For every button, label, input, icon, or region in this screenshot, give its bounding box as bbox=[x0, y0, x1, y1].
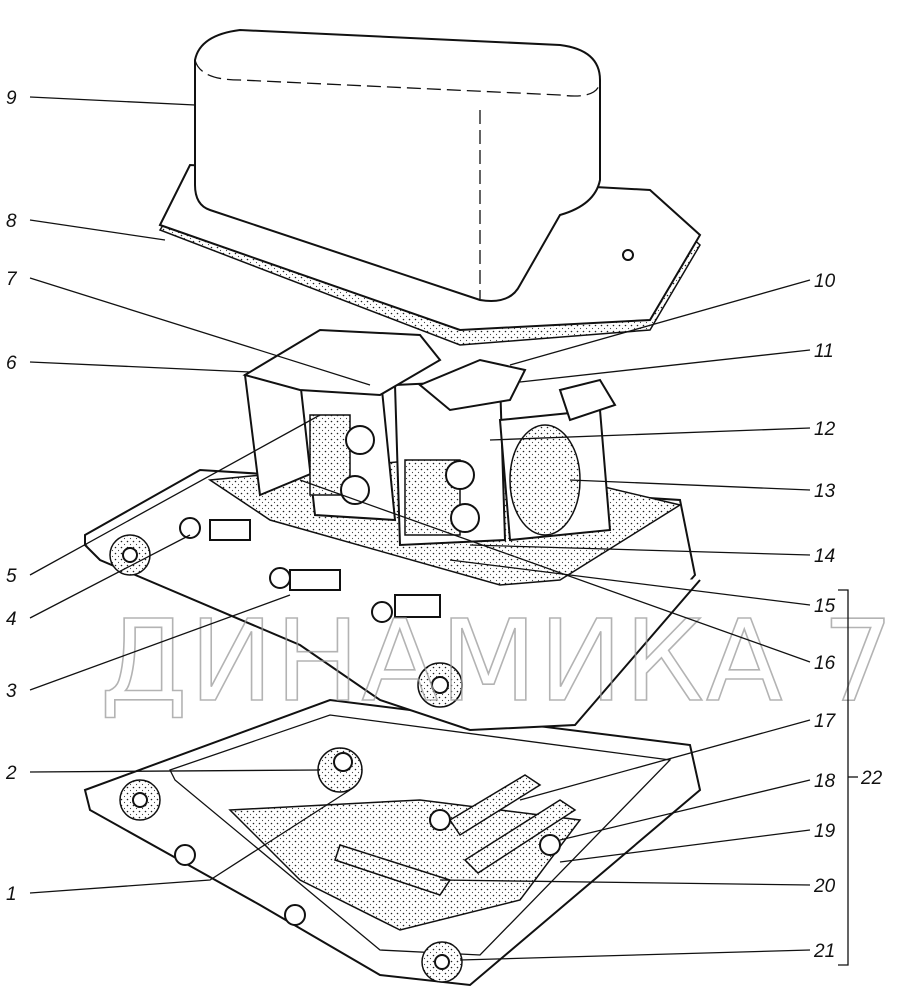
label-19: 19 bbox=[814, 821, 836, 842]
label-13: 13 bbox=[814, 481, 836, 502]
label-15: 15 bbox=[814, 596, 836, 617]
label-16: 16 bbox=[814, 653, 836, 674]
label-9: 9 bbox=[6, 88, 17, 109]
label-8: 8 bbox=[6, 211, 17, 232]
label-5: 5 bbox=[6, 566, 17, 587]
base-assembly bbox=[84, 328, 701, 732]
label-1: 1 bbox=[6, 884, 17, 905]
label-6: 6 bbox=[6, 353, 17, 374]
label-10: 10 bbox=[814, 271, 836, 292]
label-21: 21 bbox=[813, 941, 835, 962]
label-18: 18 bbox=[814, 771, 836, 792]
label-14: 14 bbox=[814, 546, 835, 567]
label-2: 2 bbox=[5, 763, 17, 784]
label-22: 22 bbox=[860, 768, 883, 789]
label-20: 20 bbox=[813, 876, 836, 897]
watermark-text: ДИНАМИКА 76 bbox=[100, 597, 898, 727]
label-3: 3 bbox=[6, 681, 17, 702]
label-12: 12 bbox=[814, 419, 836, 440]
bottom-plate bbox=[83, 698, 702, 987]
label-4: 4 bbox=[6, 609, 17, 630]
callout-labels: 9 8 7 6 5 4 3 2 1 10 11 12 13 14 15 16 1… bbox=[5, 88, 883, 962]
label-7: 7 bbox=[6, 269, 18, 290]
label-17: 17 bbox=[814, 711, 837, 732]
leader-lines bbox=[29, 96, 858, 966]
label-11: 11 bbox=[814, 341, 834, 362]
cover bbox=[158, 28, 702, 332]
